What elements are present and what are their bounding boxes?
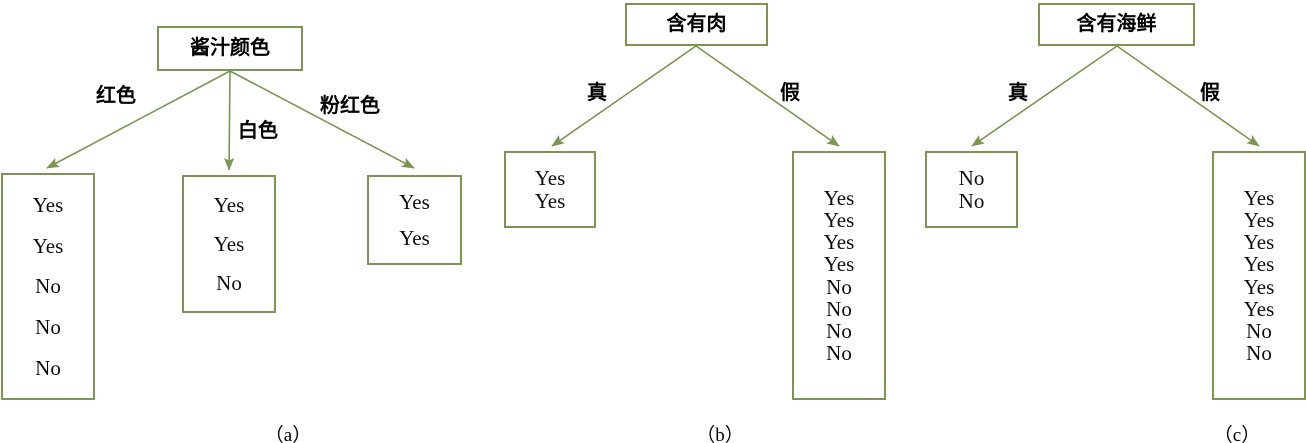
leaf-item: Yes [823,186,855,211]
leaf-item: No [826,274,852,299]
edge-c-true [971,45,1118,147]
edge-label-b-true-text: 真 [587,82,607,104]
panel-caption-b: （b） [680,420,760,443]
leaf-item: No [216,270,242,295]
leaf-item: Yes [534,166,566,191]
leaf-item: Yes [823,208,855,233]
node-c-root-label: 含有海鲜 [1076,13,1157,35]
leaf-item: No [1246,340,1272,365]
edge-label-a-red-text: 红色 [96,85,136,107]
node-a-leaf-pink[interactable]: Yes Yes [367,175,462,265]
leaf-item: Yes [534,188,566,213]
panel-caption-b-text: （b） [696,425,744,443]
leaf-item: No [958,166,985,191]
node-a-leaf-red[interactable]: Yes Yes No No No [1,173,95,400]
edge-a-red [46,70,231,169]
leaf-item: Yes [32,233,64,258]
leaf-item: Yes [213,231,245,256]
edge-label-c-true: 真 [1008,76,1028,105]
leaf-item: Yes [823,252,855,277]
leaf-item: No [826,318,852,343]
leaf-item: No [35,274,61,299]
node-b-root[interactable]: 含有肉 [625,3,768,46]
edge-label-b-false-text: 假 [780,82,800,104]
leaf-item: Yes [823,230,855,255]
edge-b-true [551,45,697,147]
node-a-root-label: 酱汁颜色 [190,37,270,59]
leaf-item: Yes [213,192,245,217]
edge-label-a-white-text: 白色 [238,120,278,142]
node-b-leaf-false[interactable]: Yes Yes Yes Yes No No No No [792,151,886,400]
leaf-item: Yes [399,189,430,214]
node-a-leaf-white[interactable]: Yes Yes No [182,175,276,313]
edge-label-a-pink-text: 粉红色 [320,95,380,117]
panel-caption-c: （c） [1197,420,1277,443]
edge-label-c-true-text: 真 [1008,82,1028,104]
leaf-item: Yes [1243,186,1275,211]
leaf-item: No [1246,318,1272,343]
leaf-item: No [35,315,61,340]
leaf-item: Yes [32,192,64,217]
edge-c-false [1116,45,1260,147]
leaf-item: Yes [1243,208,1275,233]
node-c-root[interactable]: 含有海鲜 [1038,3,1195,46]
edge-label-a-white: 白色 [238,114,278,143]
edge-label-a-pink: 粉红色 [320,89,380,118]
node-c-leaf-true[interactable]: No No [925,151,1018,228]
panel-caption-c-text: （c） [1213,425,1261,443]
leaf-item: Yes [1243,230,1275,255]
leaf-item: No [826,340,852,365]
node-a-root[interactable]: 酱汁颜色 [157,26,303,71]
edge-label-c-false-text: 假 [1200,82,1220,104]
leaf-item: No [35,356,61,381]
node-b-leaf-true[interactable]: Yes Yes [504,151,596,228]
leaf-item: Yes [1243,274,1275,299]
panel-caption-a-text: （a） [264,425,312,443]
node-b-root-label: 含有肉 [666,13,727,35]
edge-b-false [695,45,840,147]
leaf-item: Yes [1243,252,1275,277]
edge-a-white [224,70,235,171]
leaf-item: Yes [1243,296,1275,321]
edge-label-b-true: 真 [587,76,607,105]
leaf-item: No [958,188,985,213]
panel-caption-a: （a） [248,420,328,443]
node-c-leaf-false[interactable]: Yes Yes Yes Yes Yes Yes No No [1212,151,1306,400]
edge-label-b-false: 假 [780,76,800,105]
edge-label-a-red: 红色 [96,79,136,108]
leaf-item: No [826,296,852,321]
leaf-item: Yes [399,225,430,250]
edge-label-c-false: 假 [1200,76,1220,105]
